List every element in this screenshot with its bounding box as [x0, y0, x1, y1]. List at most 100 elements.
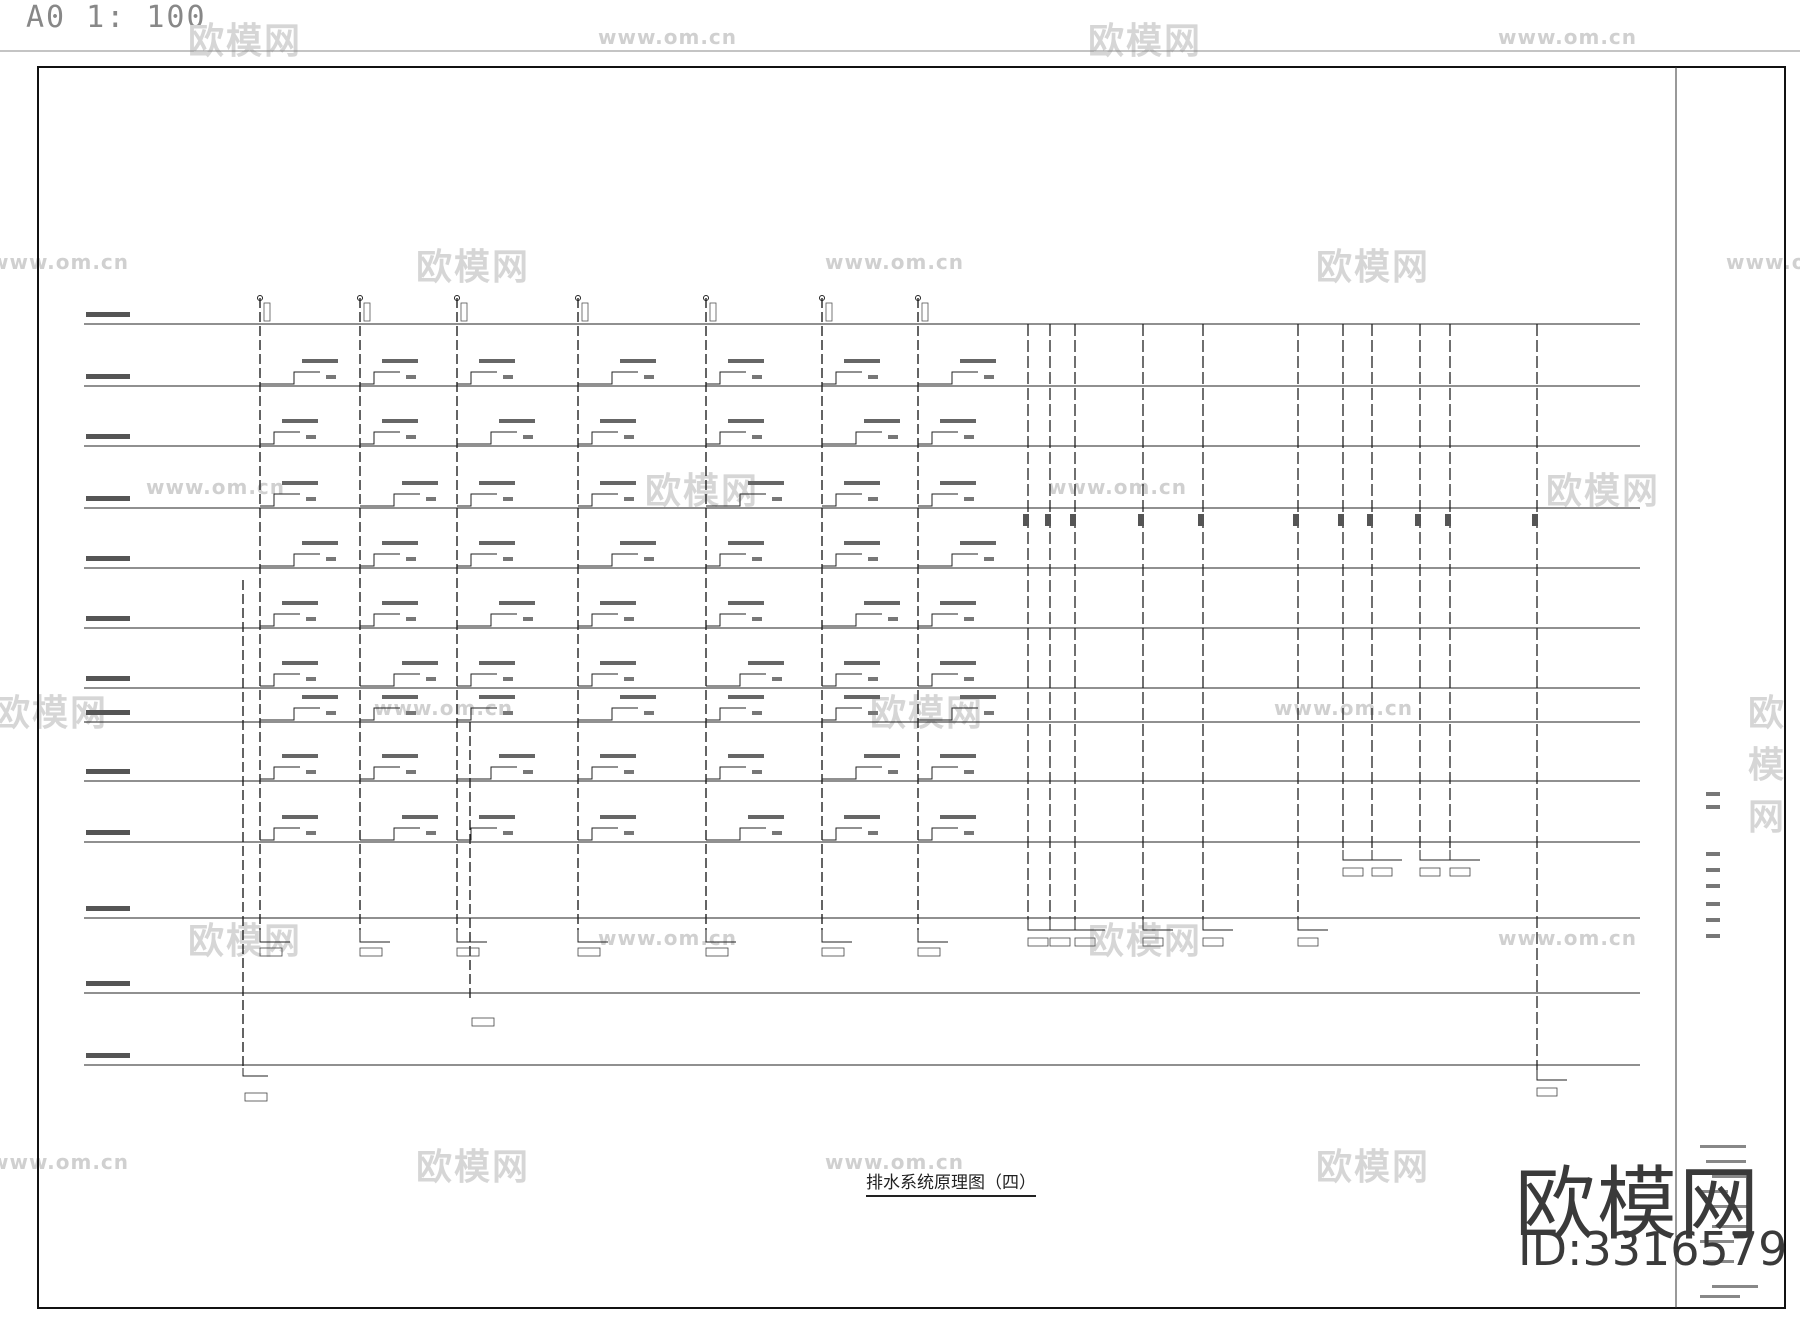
pipe-size-mark: [644, 711, 654, 715]
branch-pipe: [578, 493, 618, 507]
vent-cap: [257, 295, 263, 301]
fixture-label-mark: [940, 754, 976, 758]
branch-pipe: [578, 371, 638, 385]
stack-id-box: [1371, 867, 1393, 877]
title-block-note-mark: [1706, 918, 1720, 922]
vent-height-mark: [263, 302, 271, 322]
pipe-size-mark: [306, 677, 316, 681]
pipe-size-mark: [772, 831, 782, 835]
fixture-label-mark: [600, 419, 636, 423]
title-block-note-mark: [1700, 1145, 1746, 1148]
pipe-size-mark: [523, 435, 533, 439]
fixture-label-mark: [282, 754, 318, 758]
watermark-url: www.om.cn: [825, 1150, 965, 1174]
branch-pipe: [706, 493, 766, 507]
branch-pipe: [918, 493, 958, 507]
fixture-label-mark: [479, 661, 515, 665]
branch-pipe: [822, 673, 862, 687]
vent-cap: [703, 295, 709, 301]
stack-id-box: [1297, 937, 1319, 947]
pipe-size-mark: [888, 770, 898, 774]
stack-outlet: [1049, 920, 1080, 931]
fixture-label-mark: [728, 541, 764, 545]
pipe-size-mark: [624, 677, 634, 681]
branch-pipe: [260, 371, 320, 385]
fixture-label-mark: [728, 695, 764, 699]
pipe-size-mark: [644, 375, 654, 379]
pipe-size-mark: [624, 435, 634, 439]
pipe-size-mark: [326, 375, 336, 379]
fixture-label-mark: [479, 815, 515, 819]
fixture-label-mark: [960, 695, 996, 699]
pipe-size-mark: [1198, 514, 1204, 526]
branch-pipe: [457, 371, 497, 385]
fixture-label-mark: [499, 419, 535, 423]
vent-height-mark: [921, 302, 929, 322]
stack-id-box: [1536, 1087, 1558, 1097]
stack-outlet: [1074, 920, 1105, 931]
fixture-label-mark: [600, 481, 636, 485]
fixture-label-mark: [940, 419, 976, 423]
branch-pipe: [822, 553, 862, 567]
pipe-size-mark: [888, 617, 898, 621]
fixture-label-mark: [479, 481, 515, 485]
brand-logo-text: 欧模网: [1515, 1158, 1761, 1251]
stack-outlet: [1297, 920, 1328, 931]
fixture-label-mark: [382, 754, 418, 758]
pipe-size-mark: [964, 497, 974, 501]
stack-outlet: [577, 930, 608, 943]
branch-pipe: [260, 707, 320, 721]
stack-id-box: [359, 947, 383, 957]
fixture-label-mark: [940, 601, 976, 605]
branch-pipe: [360, 431, 400, 445]
pipe-size-mark: [868, 557, 878, 561]
watermark-url: www.om.cn: [1726, 250, 1800, 274]
schematic-annotations: [86, 302, 1558, 1102]
stack-id-box: [1074, 937, 1096, 947]
branch-pipe: [360, 707, 400, 721]
stack-id-box: [705, 947, 729, 957]
floor-level-mark: [86, 710, 130, 715]
stack-id-box: [259, 947, 283, 957]
pipe-size-mark: [326, 711, 336, 715]
fixture-label-mark: [844, 481, 880, 485]
stack-id-box: [1049, 937, 1071, 947]
fixture-label-mark: [940, 815, 976, 819]
pipe-size-mark: [624, 617, 634, 621]
branch-pipe: [457, 553, 497, 567]
pipe-size-mark: [964, 831, 974, 835]
fixture-label-mark: [402, 815, 438, 819]
fixture-label-mark: [748, 481, 784, 485]
pipe-size-mark: [406, 617, 416, 621]
pipe-size-mark: [426, 497, 436, 501]
branch-pipe: [360, 553, 400, 567]
pipe-size-mark: [964, 617, 974, 621]
fixture-label-mark: [844, 541, 880, 545]
pipe-size-mark: [1023, 514, 1029, 526]
watermark-url: www.om.cn: [1048, 475, 1188, 499]
branch-pipe: [457, 707, 497, 721]
branch-pipe: [706, 827, 766, 841]
watermark-brand: 欧模网: [1316, 1147, 1431, 1188]
watermark-brand: 欧模网: [416, 1147, 531, 1188]
branch-pipe: [578, 827, 618, 841]
fixture-label-mark: [600, 661, 636, 665]
watermark-url: www.om.cn: [0, 1150, 130, 1174]
fixture-label-mark: [282, 481, 318, 485]
floor-level-mark: [86, 374, 130, 379]
branch-pipe: [360, 371, 400, 385]
floor-level-mark: [86, 676, 130, 681]
watermark-brand: 欧模网: [416, 247, 531, 288]
pipe-size-mark: [752, 711, 762, 715]
watermark-url: www.om.cn: [146, 475, 286, 499]
stack-outlet: [1449, 850, 1480, 861]
watermark-url: www.om.cn: [0, 250, 130, 274]
branch-pipe: [260, 766, 300, 780]
fixture-label-mark: [600, 815, 636, 819]
floor-level-mark: [86, 496, 130, 501]
title-block-note-mark: [1706, 868, 1720, 872]
pipe-size-mark: [523, 770, 533, 774]
fixture-label-mark: [844, 815, 880, 819]
watermark-brand: 欧模网: [1748, 693, 1787, 838]
pipe-size-mark: [984, 711, 994, 715]
